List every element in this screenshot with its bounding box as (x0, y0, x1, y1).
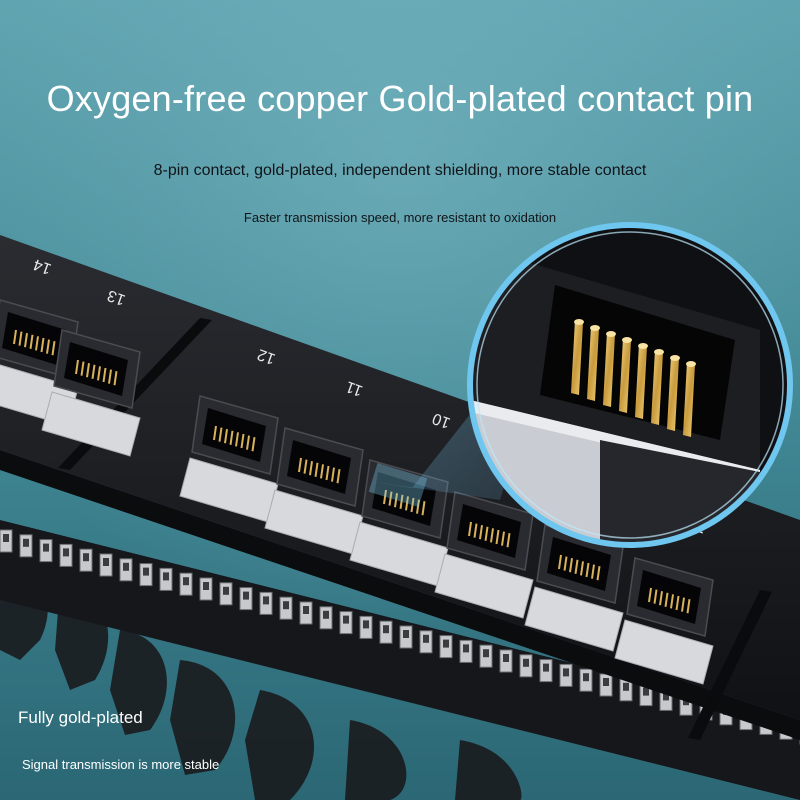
gold-pin (683, 361, 696, 437)
terminal-block (579, 668, 593, 692)
terminal-block (299, 601, 313, 625)
terminal-block (219, 582, 233, 606)
magnifier-lens (467, 222, 793, 548)
terminal-block (39, 539, 53, 563)
terminal-block (439, 635, 453, 659)
terminal-block (139, 563, 153, 587)
terminal-block (19, 534, 33, 558)
feature-description: Signal transmission is more stable (22, 757, 220, 772)
subline-contact: 8-pin contact, gold-plated, independent … (153, 162, 647, 179)
gold-pin (571, 319, 584, 395)
terminal-block (279, 596, 293, 620)
port-number-labels: 14 13 12 11 10 7 (31, 255, 708, 536)
terminal-block (559, 663, 573, 687)
terminal-block (419, 630, 433, 654)
rj45-port (614, 557, 714, 685)
terminal-block (259, 591, 273, 615)
gold-pin (619, 337, 632, 413)
terminal-block (339, 611, 353, 635)
terminal-block (99, 553, 113, 577)
gold-pin (635, 343, 648, 419)
gold-pin (587, 325, 600, 401)
terminal-block (0, 529, 13, 553)
subline-speed: Faster transmission speed, more resistan… (243, 210, 557, 225)
terminal-block (319, 606, 333, 630)
terminal-block (459, 639, 473, 663)
terminal-block (119, 558, 133, 582)
rj45-port (524, 524, 624, 652)
cable-manager-clips (0, 559, 522, 800)
gold-contact-pins (571, 319, 696, 437)
gold-pin (603, 331, 616, 407)
terminal-block (479, 644, 493, 668)
terminal-block (159, 567, 173, 591)
gold-pin (651, 349, 664, 425)
rj45-port (434, 491, 534, 619)
port-label-10: 10 (430, 409, 453, 431)
port-label-11: 11 (344, 377, 366, 399)
gold-pin (667, 355, 680, 431)
terminal-block (599, 673, 613, 697)
terminal-block (199, 577, 213, 601)
rj45-ports (0, 299, 714, 685)
terminal-block (359, 615, 373, 639)
terminal-block (59, 543, 73, 567)
rj45-port (179, 395, 279, 523)
terminal-block (519, 654, 533, 678)
terminal-block (499, 649, 513, 673)
rj45-port (264, 427, 364, 555)
terminal-block (399, 625, 413, 649)
port-label-13: 13 (105, 286, 128, 308)
feature-title: Fully gold-plated (18, 708, 143, 727)
terminal-block (79, 548, 93, 572)
headline: Oxygen-free copper Gold-plated contact p… (46, 78, 754, 119)
terminal-block (179, 572, 193, 596)
terminal-block (379, 620, 393, 644)
terminal-block (239, 587, 253, 611)
port-label-12: 12 (255, 345, 278, 367)
port-label-14: 14 (31, 255, 54, 277)
terminal-block (539, 659, 553, 683)
rj45-port (41, 329, 141, 457)
